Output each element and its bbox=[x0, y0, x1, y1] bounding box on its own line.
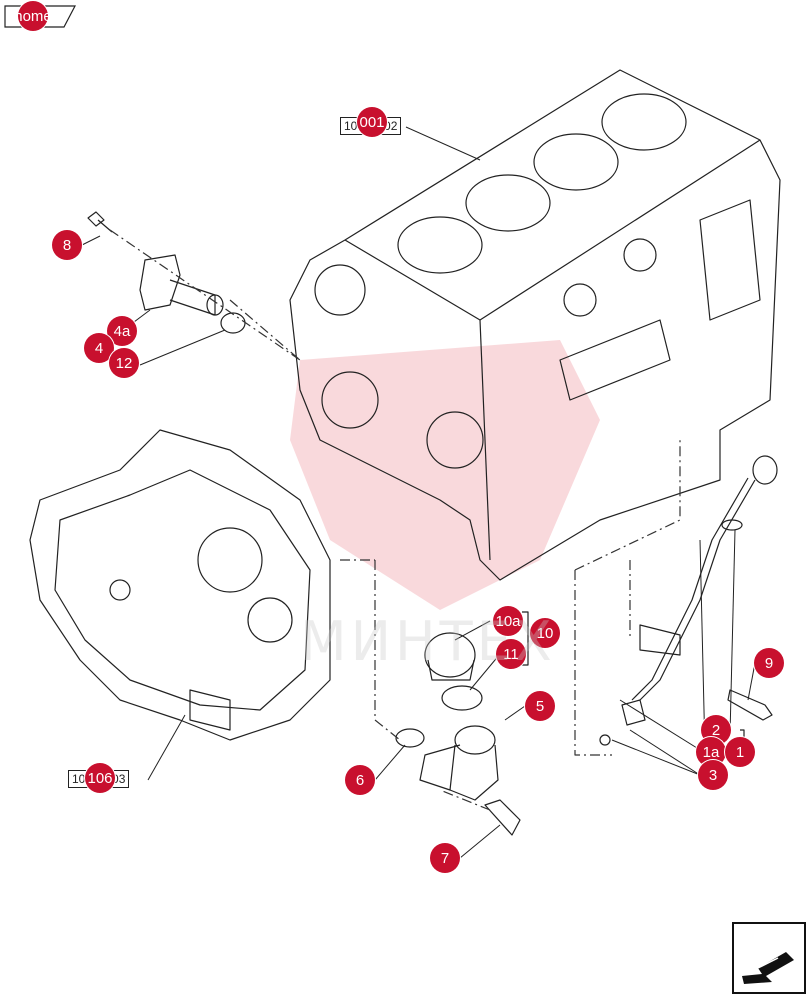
leader-lines bbox=[79, 126, 756, 859]
watermark-text: MИHTEX bbox=[300, 610, 556, 673]
callout-12[interactable]: 12 bbox=[109, 348, 139, 378]
callout-block[interactable]: 001 bbox=[357, 107, 387, 137]
oil-filler-assembly bbox=[395, 632, 499, 801]
home-button[interactable]: home bbox=[14, 1, 52, 31]
callout-4a[interactable]: 4a bbox=[107, 316, 137, 346]
callout-1[interactable]: 1 bbox=[725, 737, 755, 767]
callout-3[interactable]: 3 bbox=[698, 760, 728, 790]
callout-10[interactable]: 10 bbox=[530, 618, 560, 648]
callout-cover[interactable]: 106 bbox=[85, 763, 115, 793]
callout-10a[interactable]: 10a bbox=[493, 606, 523, 636]
callout-11[interactable]: 11 bbox=[496, 639, 526, 669]
oil-pipe-flange bbox=[139, 254, 246, 334]
callout-6[interactable]: 6 bbox=[345, 765, 375, 795]
dashed-guides bbox=[109, 229, 681, 811]
callout-9[interactable]: 9 bbox=[754, 648, 784, 678]
arrow-icon bbox=[742, 952, 794, 984]
callout-7[interactable]: 7 bbox=[430, 843, 460, 873]
watermark-logo bbox=[290, 340, 600, 610]
next-page-button[interactable] bbox=[732, 922, 806, 994]
callout-8[interactable]: 8 bbox=[52, 230, 82, 260]
engine-block bbox=[289, 69, 781, 581]
dipstick-assembly bbox=[621, 455, 778, 726]
callout-5[interactable]: 5 bbox=[525, 691, 555, 721]
bolts bbox=[87, 211, 773, 836]
timing-cover bbox=[29, 429, 331, 741]
